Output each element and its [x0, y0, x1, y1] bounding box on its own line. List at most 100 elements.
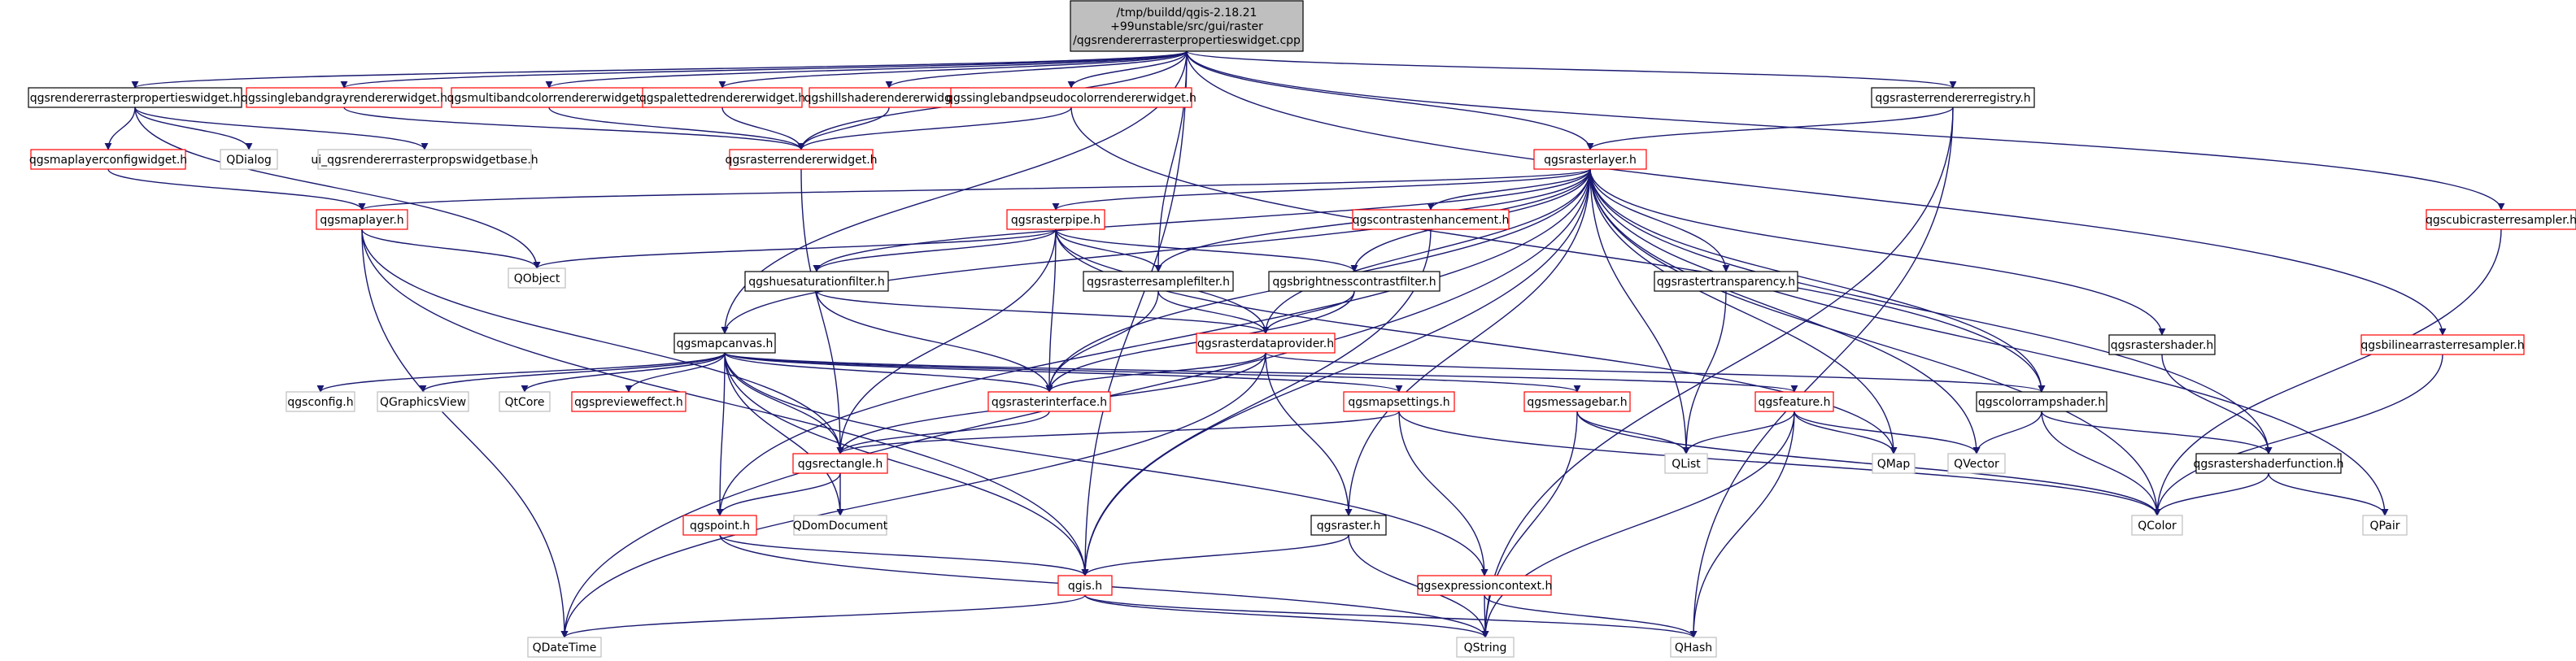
edge-qgsrendererrasterpropertieswidget-h-to-ui-qgsrendererrasterpropswidgetbase-h: [134, 107, 429, 150]
node-label: QDialog: [226, 154, 272, 167]
node-qgsmessagebar-h[interactable]: qgsmessagebar.h: [1523, 391, 1631, 412]
node-qgsrasterpipe-h[interactable]: qgsrasterpipe.h: [1006, 209, 1105, 230]
edge-line: [361, 228, 541, 269]
node-qgsbilinearrasterresampler-h[interactable]: qgsbilinearrasterresampler.h: [2360, 334, 2525, 355]
node-qgscolorrampshader-h[interactable]: qgscolorrampshader.h: [1976, 391, 2107, 412]
node-qgsrastershaderfunction-h[interactable]: qgsrastershaderfunction.h: [2193, 453, 2344, 474]
node-label: qgsrasterresamplefilter.h: [1087, 276, 1230, 289]
node-qgsrendererrasterpropertieswidget-h[interactable]: qgsrendererrasterpropertieswidget.h: [28, 87, 242, 108]
node-qgshuesaturationfilter-h[interactable]: qgshuesaturationfilter.h: [744, 271, 889, 292]
node-label: QColor: [2138, 520, 2177, 533]
edge-line: [724, 352, 844, 454]
edge-qgsrasterlayer-h-to-qgsrasterpipe-h: [1052, 168, 1591, 211]
edge-line: [836, 411, 1050, 454]
edge-line: [2041, 411, 2273, 454]
edge-line: [2153, 472, 2269, 516]
edge-qgsrasterlayer-h-to-qgsmaplayer-h: [358, 168, 1591, 211]
node-label: QGraphicsView: [380, 396, 466, 409]
edge-qgsrendererrasterpropertieswidget-h-to-qobject: [134, 107, 541, 269]
edge-qgspoint-h-to-qgis-h: [719, 534, 1089, 576]
node-qgsmaplayer-h[interactable]: qgsmaplayer.h: [316, 209, 408, 230]
node-qgsrasterinterface-h[interactable]: qgsrasterinterface.h: [987, 391, 1111, 412]
node-qgsbrightnesscontrastfilter-h[interactable]: qgsbrightnesscontrastfilter.h: [1268, 271, 1441, 292]
node-label: qgsrasterrendererwidget.h: [725, 154, 877, 167]
edge-line: [716, 168, 1591, 516]
node-qgssinglebandgrayrendererwidget-h[interactable]: qgssinglebandgrayrendererwidget.h: [241, 87, 447, 108]
edge-qgsrasterpipe-h-to-qgsrectangle-h: [836, 228, 1057, 454]
node-label: qgsrasterinterface.h: [992, 396, 1107, 409]
edge-qgsmapcanvas-h-to-qgspreview-ffect-h: [625, 352, 726, 393]
node-qgsfeature-h[interactable]: qgsfeature.h: [1754, 391, 1834, 412]
node-qgsexpressioncontext-h[interactable]: qgsexpressioncontext.h: [1417, 575, 1553, 596]
node-qgsmapsettings-h[interactable]: qgsmapsettings.h: [1343, 391, 1455, 412]
node-box: [1976, 391, 2107, 412]
node-qgsraster-h[interactable]: qgsraster.h: [1310, 515, 1387, 536]
edge-qgshuesaturationfilter-h-to-qgsrasterdataprovider-h: [816, 290, 1270, 334]
node-qgsmaplayerconfigwidget-h[interactable]: qgsmaplayerconfigwidget.h: [29, 149, 187, 170]
node-box: [317, 149, 532, 170]
node-label: qgsrasterrendererregistry.h: [1875, 92, 2030, 105]
edge-line: [1586, 107, 1954, 150]
node-qgsrectangle-h[interactable]: qgsrectangle.h: [792, 453, 888, 474]
node-qgsrastershader-h[interactable]: qgsrastershader.h: [2108, 334, 2216, 355]
node-box: [2131, 515, 2183, 536]
edge-root-to-qgsrendererrasterpropertieswidget-h: [131, 50, 1188, 89]
edge-line: [1186, 50, 2447, 336]
node-box: [2108, 334, 2216, 355]
node-qgsrasterdataprovider-h[interactable]: qgsrasterdataprovider.h: [1196, 333, 1336, 354]
node-box: [1268, 271, 1441, 292]
edge-qgsrasterpipe-h-to-qmap: [1055, 228, 1898, 454]
root-file-node[interactable]: /tmp/buildd/qgis-2.18.21+99unstable/src/…: [1070, 0, 1304, 52]
edge-qgsmapcanvas-h-to-qdomdocument: [724, 352, 844, 516]
edge-line: [2268, 472, 2389, 516]
edge-qgshuesaturationfilter-h-to-qgsrasterinterface-h: [816, 290, 1053, 393]
edge-line: [1589, 168, 1690, 454]
edge-qgsfeature-h-to-qhash: [1689, 411, 1795, 638]
node-qgsmultibandcolorrendererwidget-h[interactable]: qgsmultibandcolorrendererwidget.h: [447, 87, 652, 108]
node-qdomdocument: QDomDocument: [793, 515, 888, 536]
node-qcolor: QColor: [2131, 515, 2183, 536]
node-label: qgsrendererrasterpropertieswidget.h: [30, 92, 241, 105]
node-label: qgis.h: [1068, 580, 1102, 593]
node-qgsrasterlayer-h[interactable]: qgsrasterlayer.h: [1533, 149, 1647, 170]
node-qgssinglebandpseudocolorrendererwidget-h[interactable]: qgssinglebandpseudocolorrendererwidget.h: [946, 87, 1196, 108]
node-qgscontrastenhancement-h[interactable]: qgscontrastenhancement.h: [1352, 209, 1510, 230]
node-box: [2362, 515, 2408, 536]
node-qgspreview-ffect-h[interactable]: qgspreviewеffect.h: [571, 391, 686, 412]
node-box: [508, 267, 566, 289]
edge-line: [1262, 168, 1591, 334]
edge-qgsfeature-h-to-qstring: [1481, 411, 1795, 638]
edge-qgis-h-to-qhash: [1084, 594, 1698, 638]
edge-line: [134, 107, 541, 269]
edge-line: [1157, 290, 1270, 334]
edge-line: [1576, 411, 1690, 454]
node-qgspoint-h[interactable]: qgspoint.h: [682, 515, 757, 536]
node-box: [499, 391, 551, 412]
edge-root-to-qgspalettedrendererwidget-h: [718, 50, 1188, 89]
edge-line: [2041, 411, 2161, 516]
edge-line: [718, 50, 1188, 89]
node-qgis-h[interactable]: qgis.h: [1057, 575, 1113, 596]
node-box: [1070, 0, 1304, 52]
node-qgsmapcanvas-h[interactable]: qgsmapcanvas.h: [673, 333, 776, 354]
edge-qgsmapcanvas-h-to-qgsmapsettings-h: [724, 352, 1403, 393]
node-qgsrasterresamplefilter-h[interactable]: qgsrasterresamplefilter.h: [1083, 271, 1234, 292]
node-label: QObject: [514, 272, 560, 285]
edge-qgssinglebandpseudocolorrendererwidget-h-to-qgsrasterrendererwidget-h: [797, 107, 1072, 150]
node-qgscubicrasterresampler-h[interactable]: qgscubicrasterresampler.h: [2426, 209, 2576, 230]
edge-qgsrasterdataprovider-h-to-qgscolorrampshader-h: [1265, 352, 2046, 393]
node-qgspalettedrendererwidget-h[interactable]: qgspalettedrendererwidget.h: [639, 87, 805, 108]
edge-qgsrectangle-h-to-qgspoint-h: [716, 472, 841, 516]
edge-line: [361, 228, 844, 454]
edge-qgsrasterresamplefilter-h-to-qgsrasterdataprovider-h: [1157, 290, 1270, 334]
node-qgsrastertransparency-h[interactable]: qgsrastertransparency.h: [1654, 271, 1798, 292]
edge-line: [724, 352, 844, 516]
node-qgsrasterrendererwidget-h[interactable]: qgsrasterrendererwidget.h: [725, 149, 878, 170]
node-qgshillshaderendererwidget-h[interactable]: qgshillshaderendererwidget.h: [804, 87, 974, 108]
node-label: /qgsrendererrasterpropertieswidget.cpp: [1073, 34, 1301, 47]
node-label: qgsrectangle.h: [798, 458, 883, 471]
node-qgsrasterrendererregistry-h[interactable]: qgsrasterrendererregistry.h: [1871, 87, 2035, 108]
edge-line: [131, 50, 1188, 89]
edge-line: [724, 352, 1053, 393]
node-qhash: QHash: [1670, 637, 1717, 658]
